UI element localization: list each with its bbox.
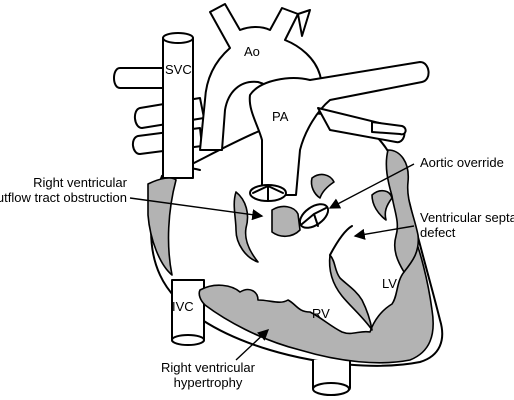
pa-label: PA	[272, 109, 289, 124]
vsd-arrow	[353, 225, 415, 240]
rv-label: RV	[312, 306, 330, 321]
rvh-label-line2: hypertrophy	[174, 375, 243, 390]
infundibular-septum	[233, 173, 335, 263]
left-ventricle-wall	[328, 149, 420, 331]
ivc-label: IVC	[172, 299, 194, 314]
interventricular-septum	[329, 225, 353, 256]
descending-vessel	[312, 357, 351, 396]
rvh-label-line1: Right ventricular	[161, 360, 256, 375]
pulmonary-valve	[249, 184, 287, 202]
lv-label: LV	[382, 276, 397, 291]
vsd-label-line1: Ventricular septal	[420, 210, 514, 225]
rvoto-label-line2: outflow tract obstruction	[0, 190, 127, 205]
rvh-arrow	[235, 329, 270, 361]
rvoto-arrow	[129, 197, 264, 221]
vsd-label-line2: defect	[420, 225, 456, 240]
aortic-override-label: Aortic override	[420, 155, 504, 170]
inferior-vena-cava	[171, 279, 205, 346]
aortic-valve	[298, 203, 330, 229]
ao-label: Ao	[244, 44, 260, 59]
superior-vena-cava	[162, 32, 194, 179]
rvoto-label-line1: Right ventricular	[33, 175, 128, 190]
aortic-override-arrow	[328, 163, 415, 209]
pulmonary-vein-right	[371, 121, 407, 136]
svc-label: SVC	[165, 62, 192, 77]
